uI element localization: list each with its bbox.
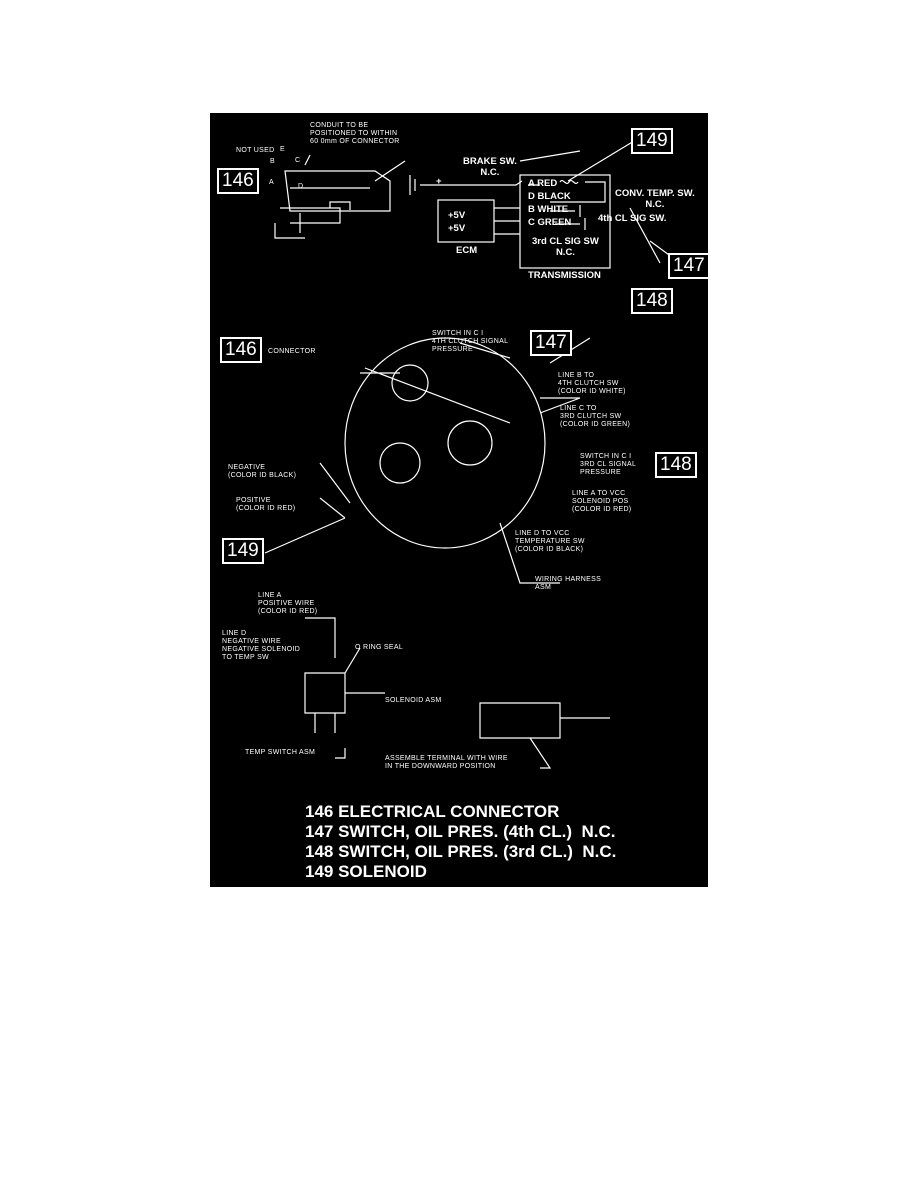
switch-3rd-label: SWITCH IN C I 3RD CL SIGNAL PRESSURE	[580, 453, 637, 477]
negative-label: NEGATIVE (COLOR ID BLACK)	[228, 464, 297, 480]
third-cl-switch-label: 3rd CL SIG SW N.C.	[532, 236, 599, 258]
callout-147-assembly: 147	[530, 330, 572, 356]
diagram-linework	[264, 140, 681, 769]
wire-d-black: D BLACK	[528, 191, 571, 202]
ecm-label: ECM	[456, 245, 478, 256]
brake-switch-label: BRAKE SW. N.C.	[463, 156, 517, 178]
pin-b-label: B	[270, 158, 275, 165]
wiring-harness-label: WIRING HARNESS ASM	[535, 576, 602, 592]
line-d-negative-label: LINE D NEGATIVE WIRE NEGATIVE SOLENOID T…	[222, 630, 301, 662]
pin-e-label: E	[280, 146, 285, 153]
callout-148-assembly: 148	[655, 452, 697, 478]
legend-item-147: 147 SWITCH, OIL PRES. (4th CL.) N.C.	[305, 822, 616, 841]
legend-item-149: 149 SOLENOID	[305, 862, 427, 881]
switch-4th-label: SWITCH IN C I 4TH CLUTCH SIGNAL PRESSURE	[432, 330, 509, 354]
positive-label: POSITIVE (COLOR ID RED)	[236, 497, 296, 513]
not-used-label: NOT USED	[236, 147, 275, 154]
solenoid-asm-label: SOLENOID ASM	[385, 697, 442, 704]
legend-item-146: 146 ELECTRICAL CONNECTOR	[305, 802, 560, 821]
conduit-note: CONDUIT TO BE POSITIONED TO WITHIN 60 0m…	[310, 122, 400, 146]
legend-item-148: 148 SWITCH, OIL PRES. (3rd CL.) N.C.	[305, 842, 617, 861]
wiring-diagram-figure: CONDUIT TO BE POSITIONED TO WITHIN 60 0m…	[210, 113, 710, 887]
fourth-cl-switch-label: 4th CL SIG SW.	[598, 213, 667, 224]
line-c-label: LINE C TO 3RD CLUTCH SW (COLOR ID GREEN)	[560, 405, 631, 429]
callout-148: 148	[631, 288, 673, 314]
pin-c-label: C	[295, 157, 301, 164]
plus-label: +	[436, 176, 442, 187]
line-a-label: LINE A TO VCC SOLENOID POS (COLOR ID RED…	[572, 490, 632, 514]
assemble-terminal-note: ASSEMBLE TERMINAL WITH WIRE IN THE DOWNW…	[385, 755, 508, 771]
callout-146: 146	[217, 168, 259, 194]
temp-switch-asm-label: TEMP SWITCH ASM	[245, 749, 316, 756]
line-d-label: LINE D TO VCC TEMPERATURE SW (COLOR ID B…	[515, 530, 585, 554]
wire-b-white: B WHITE	[528, 204, 569, 215]
pin-d-label: D	[298, 183, 304, 190]
callout-146-assembly: 146	[220, 337, 262, 363]
line-b-label: LINE B TO 4TH CLUTCH SW (COLOR ID WHITE)	[558, 372, 626, 396]
wire-a-red: A RED	[528, 178, 558, 189]
conv-temp-switch-label: CONV. TEMP. SW. N.C.	[615, 188, 695, 210]
line-a-positive-label: LINE A POSITIVE WIRE (COLOR ID RED)	[258, 592, 318, 616]
ecm-voltage-2: +5V	[448, 223, 466, 234]
o-ring-seal-label: O RING SEAL	[355, 644, 404, 651]
ecm-voltage-1: +5V	[448, 210, 466, 221]
wire-c-green: C GREEN	[528, 217, 572, 228]
pin-a-label: A	[269, 179, 274, 186]
callout-147: 147	[668, 253, 710, 279]
callout-149: 149	[631, 128, 673, 154]
callout-149-assembly: 149	[222, 538, 264, 564]
connector-label: CONNECTOR	[268, 348, 316, 355]
transmission-label: TRANSMISSION	[528, 270, 601, 281]
